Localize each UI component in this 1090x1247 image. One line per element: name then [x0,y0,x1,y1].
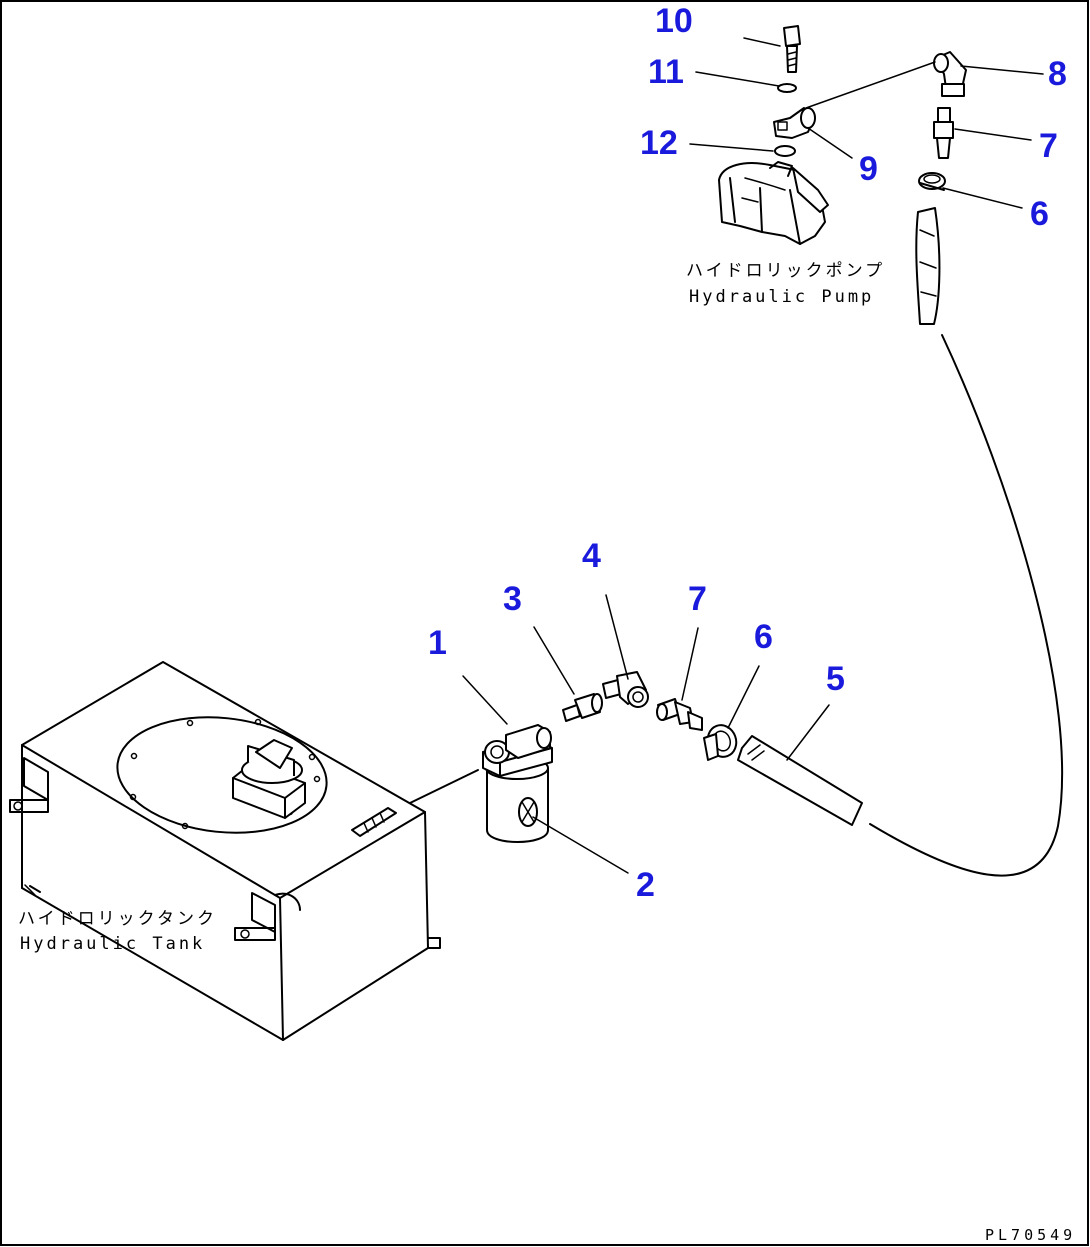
pump-label-jp: ハイドロリックポンプ [686,261,885,281]
callout-7-upper: 7 [1039,127,1058,165]
elbow-8 [933,51,967,97]
bolt-10 [783,25,801,73]
hydraulic-tank [9,661,441,1041]
tank-outlet-line [409,769,479,804]
hydraulic-pump [718,161,829,245]
o-ring-12 [774,145,796,157]
elbow-4 [602,671,649,708]
callout-11: 11 [648,53,684,91]
callout-6-lower: 6 [754,618,773,656]
nipple-7-lower [656,698,703,731]
tank-label-en: Hydraulic Tank [20,934,205,954]
callout-10: 10 [655,2,693,40]
callout-5: 5 [826,660,845,698]
callout-2: 2 [636,866,655,904]
clamp-6-upper [918,172,946,191]
hose-5 [737,334,1064,877]
washer-11 [777,83,797,93]
leader-lines [24,37,1044,896]
callout-6-upper: 6 [1030,195,1049,233]
callout-1: 1 [428,624,447,662]
drawing-code: PL70549 [985,1226,1076,1244]
adapter-3 [562,693,603,722]
callout-4: 4 [582,537,601,575]
pump-label-en: Hydraulic Pump [689,287,874,307]
clamp-6-lower [703,724,738,761]
callout-3: 3 [503,580,522,618]
line-filter [482,724,553,843]
callout-8: 8 [1048,55,1067,93]
flange-elbow-9 [773,107,816,139]
callout-7-lower: 7 [688,580,707,618]
hose-5-upper [915,207,941,325]
callout-9: 9 [859,150,878,188]
nipple-7-upper [933,107,954,159]
callout-12: 12 [640,124,678,162]
tank-label-jp: ハイドロリックタンク [18,909,217,929]
